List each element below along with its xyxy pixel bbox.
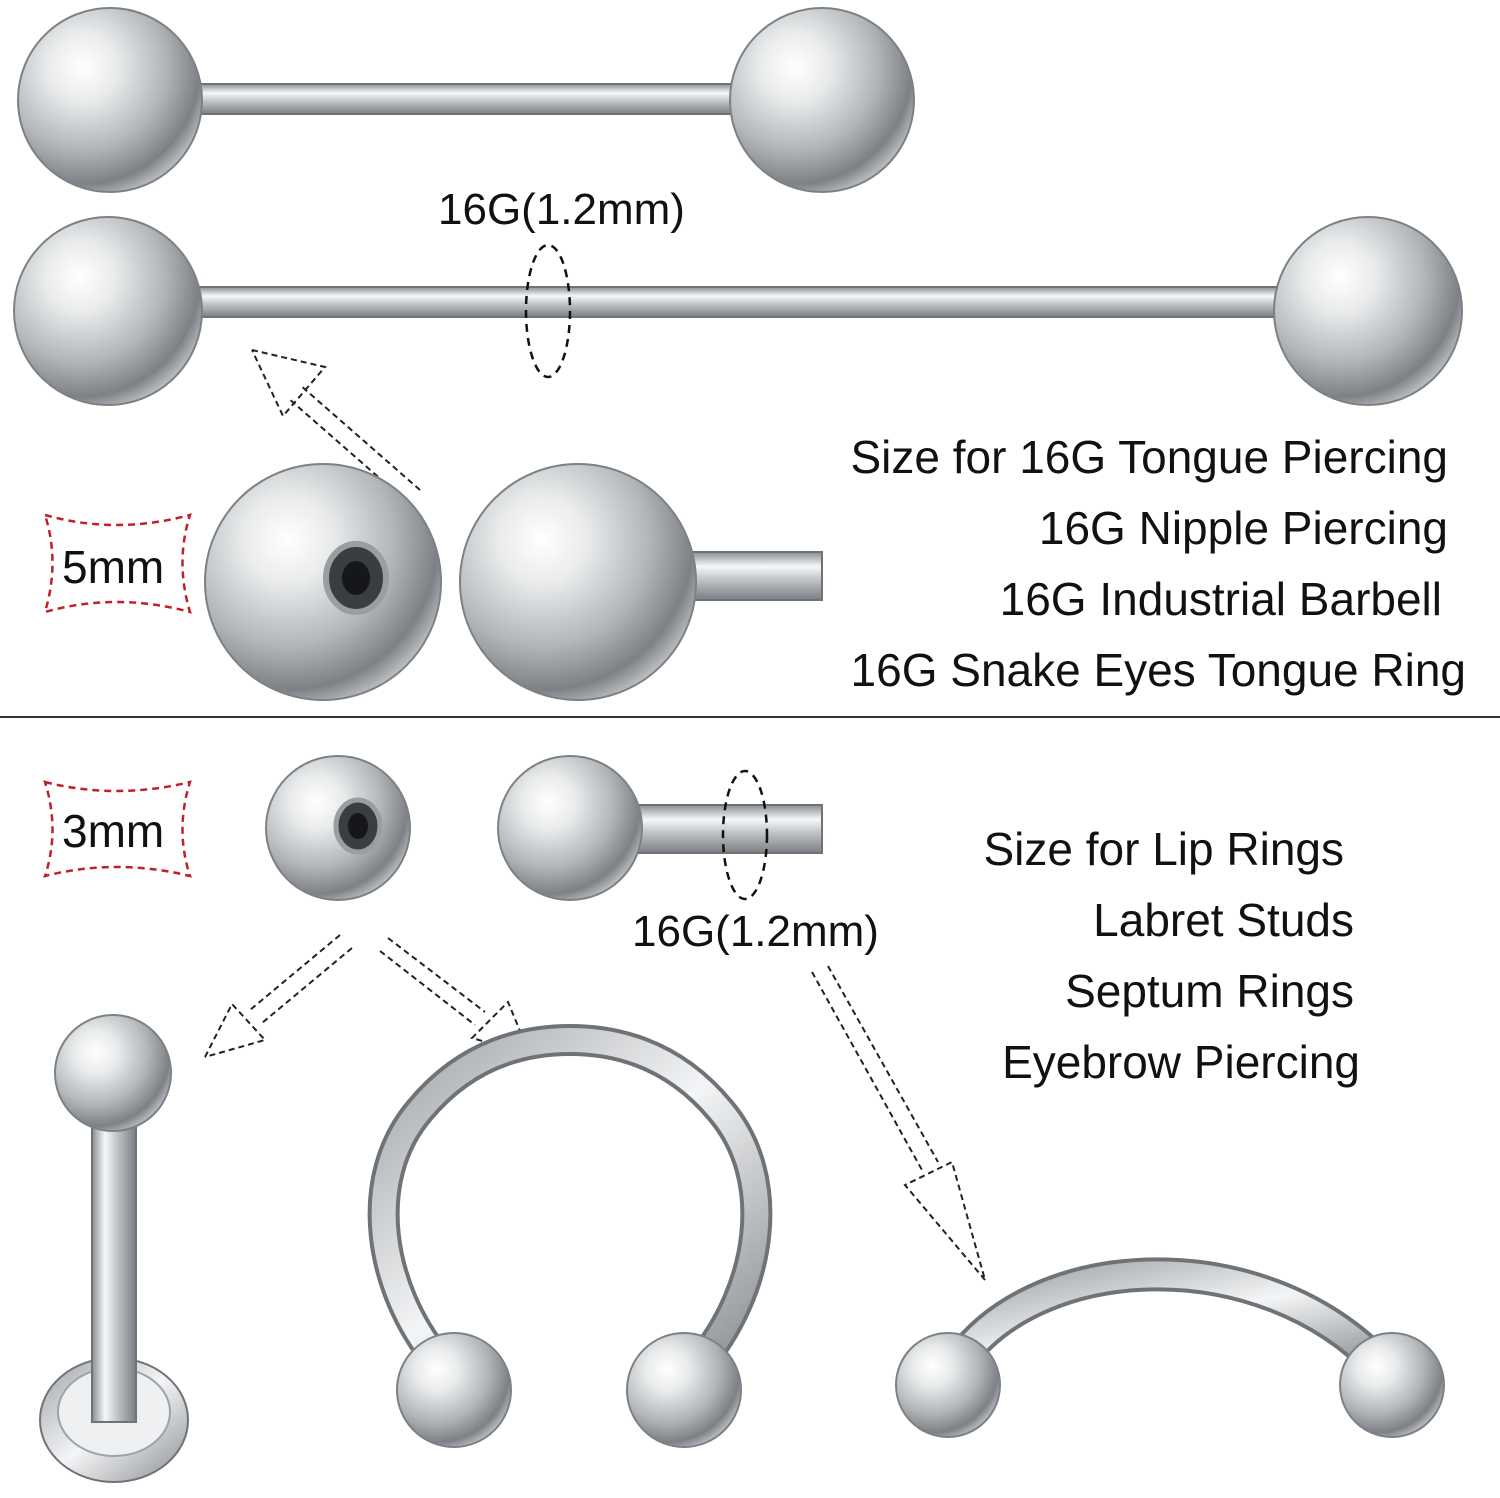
top-use-list: Size for 16G Tongue Piercing 16G Nipple … xyxy=(768,431,1466,693)
dashed-arrow-icon xyxy=(251,349,421,504)
use-item: 16G Industrial Barbell xyxy=(999,573,1442,625)
gauge-label-bottom: 16G(1.2mm) xyxy=(632,907,879,956)
ball-on-post-5mm xyxy=(459,463,823,701)
threaded-ball-3mm xyxy=(265,755,411,901)
ball-size-label-3mm: 3mm xyxy=(62,805,165,857)
use-item: Septum Rings xyxy=(1065,965,1354,1017)
ball-on-post-3mm xyxy=(497,755,823,901)
labret-stud xyxy=(39,1014,189,1483)
curved-barbell xyxy=(895,1257,1445,1438)
use-item: Size for 16G Tongue Piercing xyxy=(850,431,1448,483)
dashed-arrow-left-icon xyxy=(204,934,353,1058)
use-item: Eyebrow Piercing xyxy=(1002,1036,1360,1088)
threaded-ball-5mm xyxy=(204,463,442,701)
horseshoe-ring xyxy=(367,1023,773,1448)
ball-size-label-5mm: 5mm xyxy=(62,541,165,593)
ball-size-badge-3mm xyxy=(43,780,192,878)
long-barbell xyxy=(13,216,1463,406)
gauge-label-top: 16G(1.2mm) xyxy=(438,185,685,234)
gauge-indicator-ellipse xyxy=(524,243,572,379)
bottom-use-list: Size for Lip Rings Labret Studs Septum R… xyxy=(754,823,1361,1085)
ball-size-badge-5mm xyxy=(43,513,192,614)
use-item: Size for Lip Rings xyxy=(983,823,1345,875)
use-item: Labret Studs xyxy=(1093,894,1354,946)
use-item: 16G Snake Eyes Tongue Ring xyxy=(850,644,1466,696)
gauge-indicator-ellipse-bottom xyxy=(721,769,769,901)
dashed-arrow-right-icon xyxy=(811,965,986,1281)
short-barbell xyxy=(17,7,915,193)
use-item: 16G Nipple Piercing xyxy=(1038,502,1448,554)
